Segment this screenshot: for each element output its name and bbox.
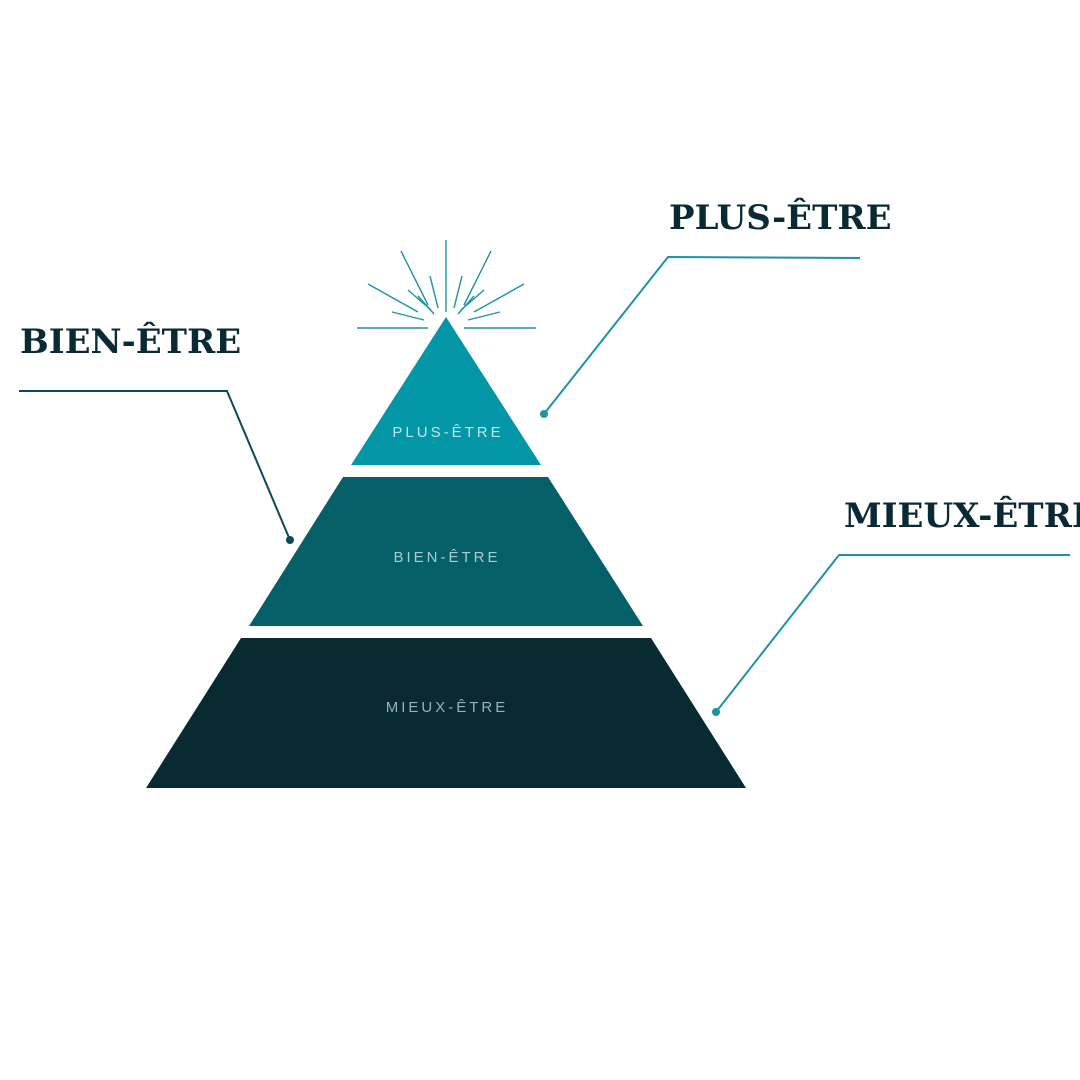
pyramid-tier-plus-etre [351,317,541,465]
leader-dot-bien-etre [286,536,294,544]
leader-line-plus-etre [543,255,861,415]
leader-dot-plus-etre [540,410,548,418]
callout-title-mieux-etre: MIEUX-ÊTRE [844,496,1080,536]
tier-label-plus-etre: PLUS-ÊTRE [392,424,503,441]
pyramid-tier-mieux-etre [146,638,746,788]
sunburst-icon [357,240,536,329]
tier-label-bien-etre: BIEN-ÊTRE [393,549,500,566]
leader-line-mieux-etre [715,554,1070,713]
leader-dot-mieux-etre [712,708,720,716]
callout-title-bien-etre: BIEN-ÊTRE [20,322,242,362]
callout-title-plus-etre: PLUS-ÊTRE [669,198,892,238]
tier-label-mieux-etre: MIEUX-ÊTRE [386,699,509,716]
pyramid-tier-bien-etre [249,477,643,626]
leader-line-bien-etre [19,390,291,541]
